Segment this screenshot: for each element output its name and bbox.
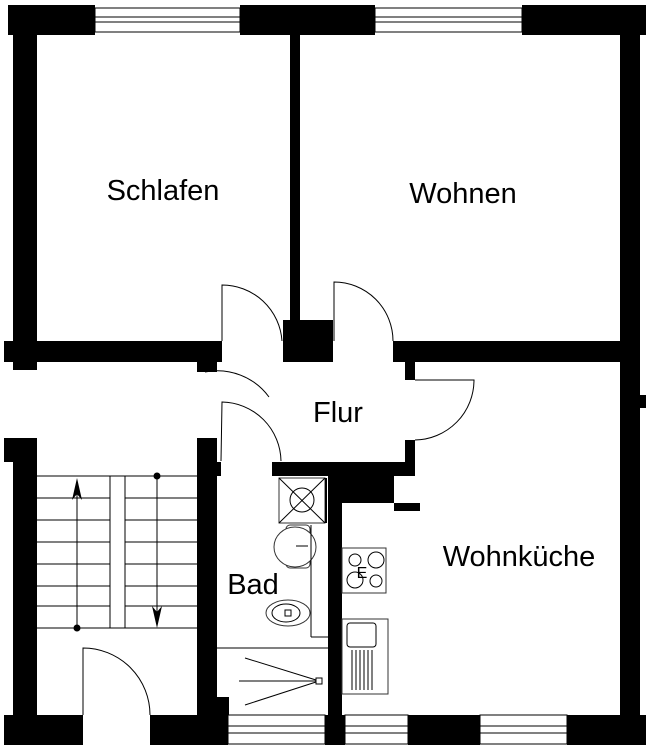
- room-label-wohnen: Wohnen: [409, 178, 517, 210]
- shower-tray-icon: [278, 477, 327, 524]
- bottom-wall-2: [150, 715, 228, 745]
- wall-flur-east: [405, 440, 415, 476]
- top-wall-middle: [240, 5, 375, 35]
- bottom-wall-5: [567, 715, 646, 745]
- stair-arrow-up: [72, 478, 82, 632]
- door-wohnen[interactable]: [333, 281, 394, 342]
- wall-kueche-door-nub: [405, 360, 415, 380]
- sink-icon: [341, 618, 389, 695]
- window-bad: [227, 714, 326, 745]
- kitchen-fixtures: E: [341, 547, 389, 695]
- stove-icon: E: [341, 547, 387, 594]
- wall-flur-south: [272, 462, 415, 476]
- wall-kueche-west: [328, 476, 342, 716]
- stove-label: E: [357, 565, 368, 582]
- wall-stair-east: [197, 438, 217, 715]
- room-label-schlafen: Schlafen: [107, 175, 220, 207]
- door-flur-entrance[interactable]: [204, 370, 270, 398]
- bottom-wall-1: [4, 715, 83, 745]
- door-bad[interactable]: [220, 401, 282, 462]
- window-schlafen: [94, 7, 241, 33]
- left-wall-upper: [13, 5, 37, 370]
- wall-pillar-center: [283, 320, 333, 362]
- wall-schlafen-wohnen: [290, 35, 300, 345]
- bottom-wall-3: [325, 715, 345, 745]
- door-schlafen[interactable]: [221, 284, 283, 342]
- door-stair-exit[interactable]: [82, 647, 151, 716]
- left-wall-nub-lower: [4, 438, 16, 462]
- wall-wohnen-south: [393, 341, 623, 362]
- wall-stair-east-nub: [217, 697, 229, 715]
- room-label-flur: Flur: [313, 397, 363, 429]
- right-wall-nub: [638, 395, 646, 408]
- stair-arrow-down: [152, 472, 162, 628]
- room-label-wohnkueche: Wohnküche: [443, 541, 596, 573]
- window-wohnen: [374, 7, 523, 33]
- wall-bad-door-nub: [217, 462, 221, 476]
- left-wall-lower: [13, 438, 37, 745]
- window-kueche-1: [344, 714, 409, 745]
- doors: [82, 281, 475, 716]
- staircase: [37, 472, 197, 632]
- wall-schlafen-south: [13, 341, 222, 362]
- shower-drain-icon: [239, 657, 323, 706]
- exterior-walls: [4, 5, 646, 745]
- door-kueche[interactable]: [414, 379, 475, 441]
- room-label-bad: Bad: [227, 569, 279, 601]
- bathroom-fixtures: [217, 477, 328, 706]
- bottom-wall-4: [408, 715, 480, 745]
- interior-walls: [13, 35, 623, 716]
- toilet-icon: [265, 599, 311, 627]
- wall-pillar-left: [197, 362, 217, 372]
- windows: [94, 7, 568, 745]
- washbasin-icon: [273, 524, 317, 569]
- wall-block-kueche-tail: [394, 503, 420, 511]
- window-kueche-2: [479, 714, 568, 745]
- right-wall: [620, 5, 640, 745]
